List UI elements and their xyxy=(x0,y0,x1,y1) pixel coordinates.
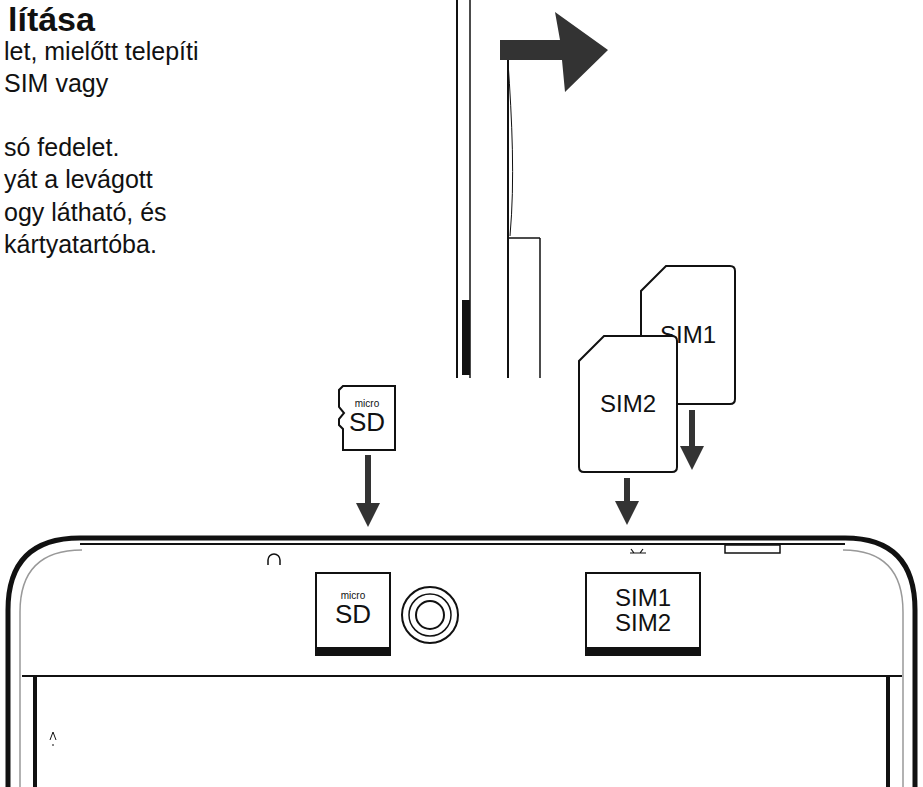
node-text: SD xyxy=(349,409,385,436)
node-text: micro xyxy=(341,591,365,601)
node-text: micro xyxy=(355,399,379,409)
instruction-line: let, mielőtt telepíti xyxy=(4,36,199,66)
node-text: SIM1 SIM2 xyxy=(605,585,682,635)
instruction-line: só fedelet. xyxy=(4,132,119,162)
microsd-slot: microSD xyxy=(315,572,391,656)
instruction-line: yát a levágott xyxy=(4,164,153,194)
phone-top xyxy=(8,538,915,787)
sim-card: SIM2 xyxy=(578,335,678,473)
instruction-line: ogy látható, és xyxy=(4,197,167,227)
node-text: SIM2 xyxy=(600,391,656,416)
instruction-line: SIM vagy xyxy=(4,68,108,98)
section-heading: lítása xyxy=(8,2,95,36)
microsd-card: microSD xyxy=(338,385,396,451)
cover-lift-arrow xyxy=(500,12,608,92)
node-text: SD xyxy=(335,601,371,628)
instruction-line: kártyatartóba. xyxy=(4,229,157,259)
sim-slot: SIM1 SIM2 xyxy=(585,572,701,656)
